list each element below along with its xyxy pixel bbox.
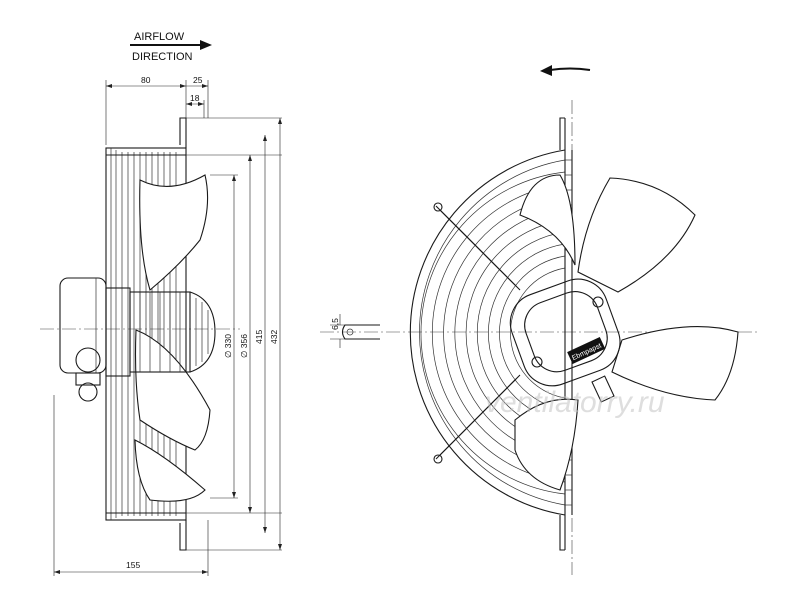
dim-330: ∅ 330 [223,334,233,358]
dim-415: 415 [254,330,264,344]
dim-356: ∅ 356 [239,334,249,358]
side-mount-feet [179,117,187,551]
airflow-arrow-icon [130,40,212,50]
watermark: ventilatorry.ru [485,386,665,419]
front-blades [514,174,739,491]
dim-6-5: 6,5 [330,318,340,330]
front-grille [341,149,566,516]
side-view: 80 25 18 [40,75,282,576]
front-view: 6,5 [320,100,760,575]
dim-432: 432 [269,330,279,344]
airflow-label: AIRFLOW DIRECTION [130,31,212,63]
airflow-label-line2: DIRECTION [132,51,193,63]
dim-25: 25 [193,75,203,85]
side-blades [134,174,211,502]
dim-18: 18 [190,93,200,103]
dim-80: 80 [141,75,151,85]
side-terminal-box [59,277,107,402]
dim-155: 155 [126,560,140,570]
brand-badge: Ebmpapst [567,336,606,364]
rotation-arrow-icon [540,65,591,76]
airflow-label-line1: AIRFLOW [134,31,185,43]
